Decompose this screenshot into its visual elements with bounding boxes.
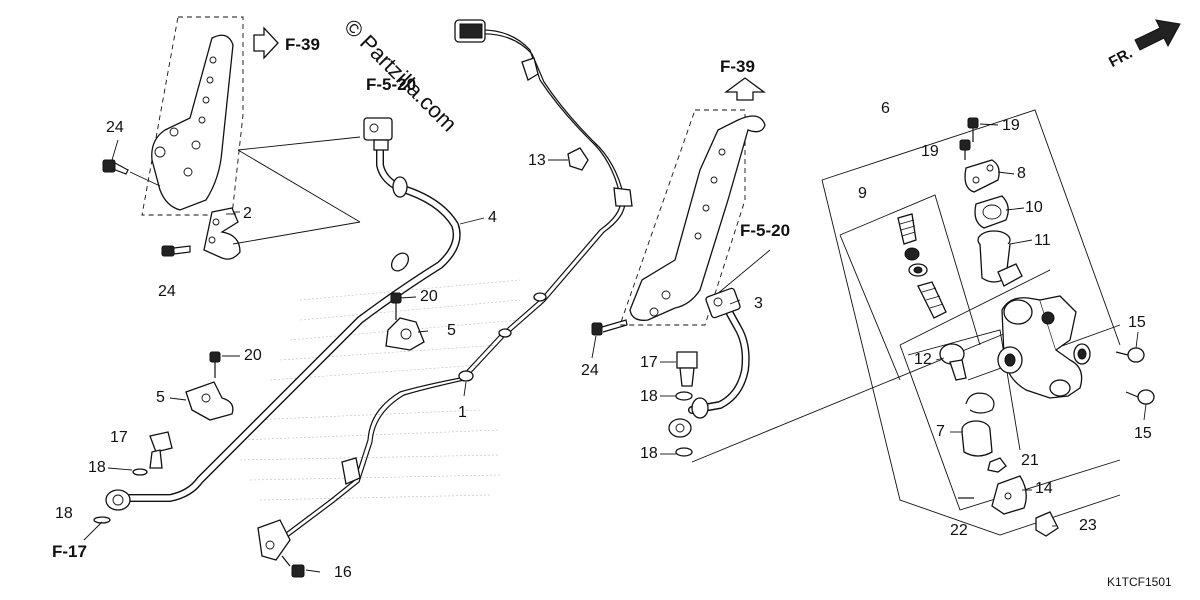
sensor-wire-1 (257, 19, 633, 561)
clamp-5-lower (185, 381, 234, 421)
callout-21: 21 (1021, 452, 1039, 469)
callout-24-lower: 24 (158, 283, 176, 300)
washer-18-upper-left (132, 468, 148, 476)
callout-23: 23 (1079, 517, 1097, 534)
callout-5-upper: 5 (447, 322, 456, 339)
nut-21 (987, 457, 1007, 473)
callout-11: 11 (1034, 232, 1051, 249)
callout-22: 22 (950, 522, 968, 539)
callout-12: 12 (914, 351, 932, 368)
washer-18-lower-right (675, 447, 693, 457)
callout-6: 6 (881, 100, 890, 117)
joint-14 (991, 475, 1027, 515)
piston-kit-9 (897, 213, 947, 319)
hose-3 (668, 287, 750, 438)
bolt-20-lower (209, 351, 221, 378)
bolt-15-upper (1115, 347, 1145, 363)
fr-arrow (1134, 19, 1181, 51)
callout-13: 13 (528, 152, 546, 169)
callout-20-lower: 20 (244, 347, 262, 364)
callout-18-left-lower: 18 (55, 505, 73, 522)
callout-7: 7 (936, 423, 945, 440)
banjo-bolt-17-left (149, 431, 173, 469)
callout-leaders (107, 123, 1147, 573)
callout-17-left: 17 (110, 429, 128, 446)
callout-24-upper: 24 (106, 119, 124, 136)
bolt-24-lower (161, 245, 191, 257)
clip-23 (1035, 511, 1059, 537)
clamp-5-upper (385, 317, 425, 351)
f39-arrow-right (724, 77, 766, 101)
callout-8: 8 (1017, 165, 1026, 182)
callout-19-upper: 19 (1002, 117, 1020, 134)
callout-9: 9 (858, 185, 867, 202)
callout-15-upper: 15 (1128, 314, 1146, 331)
callout-5-lower: 5 (156, 389, 165, 406)
reservoir-cap-8 (964, 159, 1000, 193)
left-bracket-plate (151, 34, 234, 211)
clamp-2 (203, 207, 241, 260)
callout-1: 1 (458, 404, 467, 421)
washer-18-lower-left (93, 516, 111, 524)
callout-15-lower: 15 (1134, 425, 1152, 442)
assembly-6-outline (821, 109, 1121, 346)
callout-18-left-upper: 18 (88, 459, 106, 476)
callout-18-right-lower: 18 (640, 445, 658, 462)
background-logo-hatch (239, 279, 521, 501)
bolt-24-right (591, 319, 628, 336)
ref-f520-top[interactable]: F-5-20 (366, 75, 417, 94)
hose-4 (105, 117, 461, 511)
callout-3: 3 (754, 295, 763, 312)
bolt-24-upper (102, 159, 161, 187)
bolt-20-upper (390, 292, 402, 320)
ref-f39-right[interactable]: F-39 (720, 57, 755, 76)
callout-4: 4 (488, 209, 497, 226)
callout-20-upper: 20 (420, 288, 438, 305)
bolt-15-lower (1125, 389, 1155, 405)
callout-10: 10 (1025, 199, 1043, 216)
callout-19-lower: 19 (921, 143, 939, 160)
callout-16: 16 (334, 564, 352, 581)
diaphragm-plate-10 (974, 195, 1009, 229)
boot-7 (961, 420, 993, 457)
ref-f520-right[interactable]: F-5-20 (740, 221, 791, 240)
ref-f17[interactable]: F-17 (52, 542, 87, 561)
banjo-bolt-17-right (676, 351, 698, 387)
right-bracket-plate (629, 115, 766, 321)
callout-2: 2 (243, 205, 252, 222)
reservoir-11 (977, 230, 1023, 287)
diagram-code: K1TCF1501 (1107, 575, 1172, 589)
callout-14: 14 (1035, 480, 1053, 497)
f39-arrow-top (253, 26, 279, 60)
circlip (965, 392, 995, 414)
bolt-12 (939, 343, 967, 381)
master-cylinder-body (997, 295, 1091, 399)
clip-13 (567, 147, 589, 171)
callout-24-right: 24 (581, 362, 599, 379)
bolt-16 (281, 555, 305, 578)
callout-17-right: 17 (640, 354, 658, 371)
ref-f39-top[interactable]: F-39 (285, 35, 320, 54)
washer-18-upper-right (675, 391, 693, 401)
left-bracket-outline (141, 16, 244, 216)
bolt-19-upper (967, 117, 979, 142)
callout-18-right-upper: 18 (640, 388, 658, 405)
bolt-19-lower (959, 139, 971, 160)
